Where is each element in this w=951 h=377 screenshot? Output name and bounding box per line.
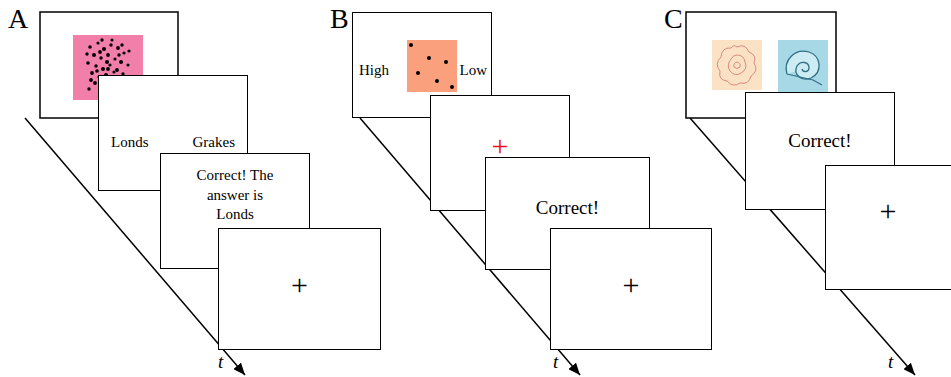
dot: [85, 52, 88, 55]
dot: [94, 64, 97, 67]
image-tile: [778, 40, 828, 92]
screen-box: +: [218, 228, 381, 350]
dot: [95, 69, 99, 73]
screen-box: +: [550, 228, 712, 350]
dot: [99, 56, 102, 59]
dot: [105, 60, 109, 64]
dot: [101, 67, 105, 71]
screen-text: Low: [460, 61, 488, 81]
dot: [116, 46, 120, 50]
shell-drawing: [786, 51, 822, 85]
dot: [112, 70, 115, 73]
screen-text: Londs: [111, 133, 149, 153]
dot: [109, 43, 112, 46]
panel-letter: B: [330, 4, 349, 35]
dot: [90, 71, 94, 75]
screen-box: +: [825, 165, 951, 290]
dot: [119, 60, 123, 64]
dot: [108, 63, 111, 66]
dot: [117, 53, 120, 56]
dot: [102, 47, 106, 51]
fixation-cross: +: [623, 265, 640, 304]
dot: [409, 43, 413, 47]
screen-text: Grakes: [193, 133, 235, 153]
fixation-cross: +: [880, 191, 897, 230]
dot: [126, 63, 129, 66]
dot: [122, 51, 125, 54]
dot: [113, 57, 116, 60]
dot: [416, 71, 420, 75]
time-label: t: [218, 352, 223, 373]
petal-outline: [734, 62, 740, 69]
time-label: t: [553, 352, 558, 373]
panel-letter: C: [664, 4, 683, 35]
dot: [96, 41, 99, 44]
screen-text: Correct!: [788, 129, 851, 154]
dot: [100, 38, 103, 41]
dot: [127, 49, 130, 52]
dot: [120, 43, 123, 46]
dot: [110, 38, 113, 41]
petal-outline: [717, 46, 756, 85]
fixation-cross: +: [291, 265, 308, 304]
dot: [89, 78, 93, 82]
dot: [106, 67, 110, 71]
dot-set: [409, 43, 454, 89]
screen-text: Correct! The answer is Londs: [187, 166, 283, 225]
dot: [435, 79, 439, 83]
petal-outline: [728, 55, 746, 75]
dot: [92, 53, 96, 57]
time-label: t: [888, 352, 893, 373]
screen-text: Correct!: [536, 196, 599, 221]
shell-lip: [787, 74, 822, 85]
dot: [106, 53, 110, 57]
dot: [86, 61, 90, 65]
image-tile: [712, 40, 762, 90]
dot: [98, 50, 102, 54]
stimulus-square: [407, 40, 457, 92]
flower-drawing: [717, 46, 756, 85]
dot: [444, 60, 448, 64]
fixation-cross: +: [492, 126, 509, 165]
dot: [450, 85, 454, 89]
dot: [88, 45, 92, 49]
dot: [115, 68, 119, 72]
dot: [93, 81, 97, 85]
panel-letter: A: [8, 4, 28, 35]
dot: [427, 56, 431, 60]
screen-text: High: [359, 61, 389, 81]
dot: [87, 87, 90, 90]
